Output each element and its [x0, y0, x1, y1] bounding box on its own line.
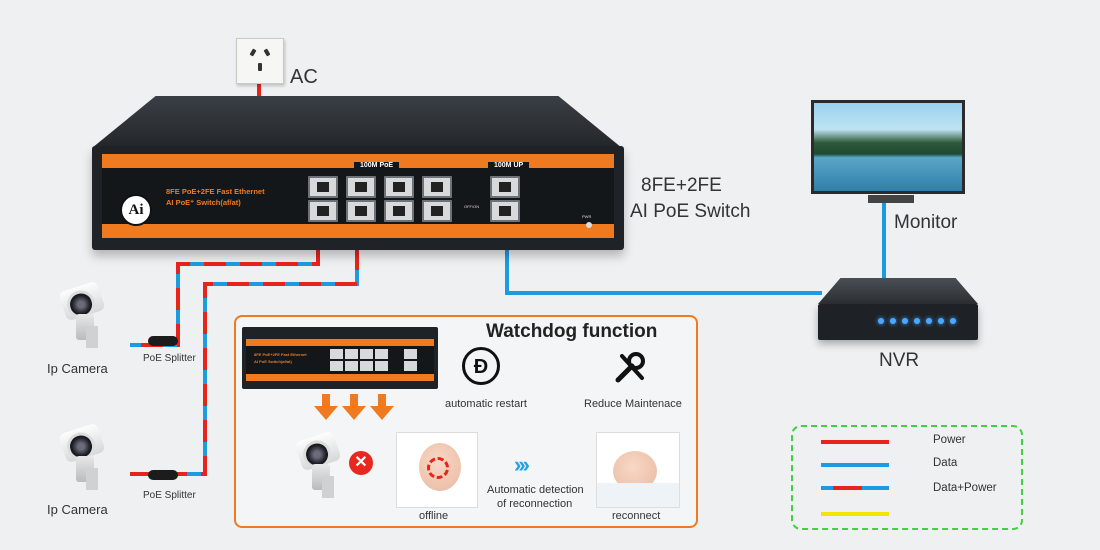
switch-model-line2: AI PoE⁺ Switch(af/at) — [166, 198, 241, 207]
uplink-port-9 — [490, 176, 520, 198]
ip-camera-2 — [48, 422, 118, 498]
poe-port-7 — [422, 176, 452, 198]
watchdog-camera — [284, 430, 354, 506]
switch-top-cover — [92, 96, 622, 148]
poe-port-3 — [346, 176, 376, 198]
down-arrow-icon — [370, 394, 394, 420]
ai-logo: Ai — [120, 194, 152, 226]
ac-wall-socket — [236, 38, 284, 84]
offline-photo — [396, 432, 478, 508]
monitor-label: Monitor — [894, 212, 958, 233]
automatic-restart-label: automatic restart — [445, 398, 527, 410]
x-circle-icon: ✕ — [349, 451, 373, 475]
reduce-maintenance-label: Reduce Maintenace — [584, 398, 682, 410]
poe-switch: Ai 8FE PoE+2FE Fast Ethernet AI PoE⁺ Swi… — [92, 146, 624, 250]
nvr-label: NVR — [879, 350, 920, 371]
camera1-label: Ip Camera — [47, 361, 108, 376]
detection-line1: Automatic detection — [487, 484, 584, 496]
detection-line2: of reconnection — [497, 498, 573, 510]
splitter1-label: PoE Splitter — [143, 353, 196, 364]
reconnect-label: reconnect — [612, 510, 661, 522]
poe-splitter-1 — [148, 336, 178, 346]
mini-switch-image: 8FE PoE+2FE Fast Ethernet AI PoE Switch(… — [242, 327, 438, 389]
legend-dataplus-label: Data+Power — [933, 482, 997, 494]
offline-label: offline — [419, 510, 449, 522]
nvr-top — [818, 278, 978, 304]
restart-icon: Đ — [462, 347, 500, 385]
legend-yellow-swatch — [821, 512, 889, 516]
pwr-label: PWR — [582, 214, 592, 219]
poe-port-6 — [384, 200, 414, 222]
poe-splitter-2 — [148, 470, 178, 480]
legend: Power Data Data+Power — [791, 425, 1023, 530]
switch-name-line1: 8FE+2FE — [641, 175, 722, 196]
uplink-group-label: 100M UP — [488, 162, 530, 169]
switch-name-line2: AI PoE Switch — [630, 201, 751, 222]
camera2-poe-cable-power — [130, 248, 359, 476]
poe-port-2 — [308, 200, 338, 222]
power-led — [586, 222, 592, 228]
legend-data-swatch — [821, 463, 889, 467]
poe-port-4 — [346, 200, 376, 222]
uplink-data-cable — [505, 246, 822, 295]
legend-dataplus-swatch — [821, 486, 889, 490]
poe-group-label: 100M PoE — [354, 162, 400, 169]
chevrons-right-icon: ››› — [514, 452, 530, 477]
mode-label: OFF/ON — [464, 204, 480, 209]
camera2-label: Ip Camera — [47, 502, 108, 517]
ac-label: AC — [290, 66, 318, 88]
switch-front-panel: Ai 8FE PoE+2FE Fast Ethernet AI PoE⁺ Swi… — [102, 154, 614, 238]
splitter2-label: PoE Splitter — [143, 490, 196, 501]
down-arrow-icon — [342, 394, 366, 420]
nvr — [818, 304, 978, 340]
uplink-port-10 — [490, 200, 520, 222]
loading-spinner-icon — [427, 457, 449, 479]
monitor-screen — [814, 103, 962, 191]
reconnect-photo — [596, 432, 680, 508]
switch-model-line1: 8FE PoE+2FE Fast Ethernet — [166, 187, 265, 196]
poe-port-1 — [308, 176, 338, 198]
wrench-screwdriver-icon — [614, 350, 648, 390]
poe-port-8 — [422, 200, 452, 222]
legend-power-swatch — [821, 440, 889, 444]
legend-data-label: Data — [933, 457, 958, 469]
monitor-stand — [868, 195, 914, 203]
ip-camera-1 — [48, 280, 118, 356]
down-arrow-icon — [314, 394, 338, 420]
monitor — [811, 100, 965, 203]
poe-port-5 — [384, 176, 414, 198]
watchdog-title: Watchdog function — [486, 321, 658, 342]
legend-power-label: Power — [933, 434, 966, 446]
